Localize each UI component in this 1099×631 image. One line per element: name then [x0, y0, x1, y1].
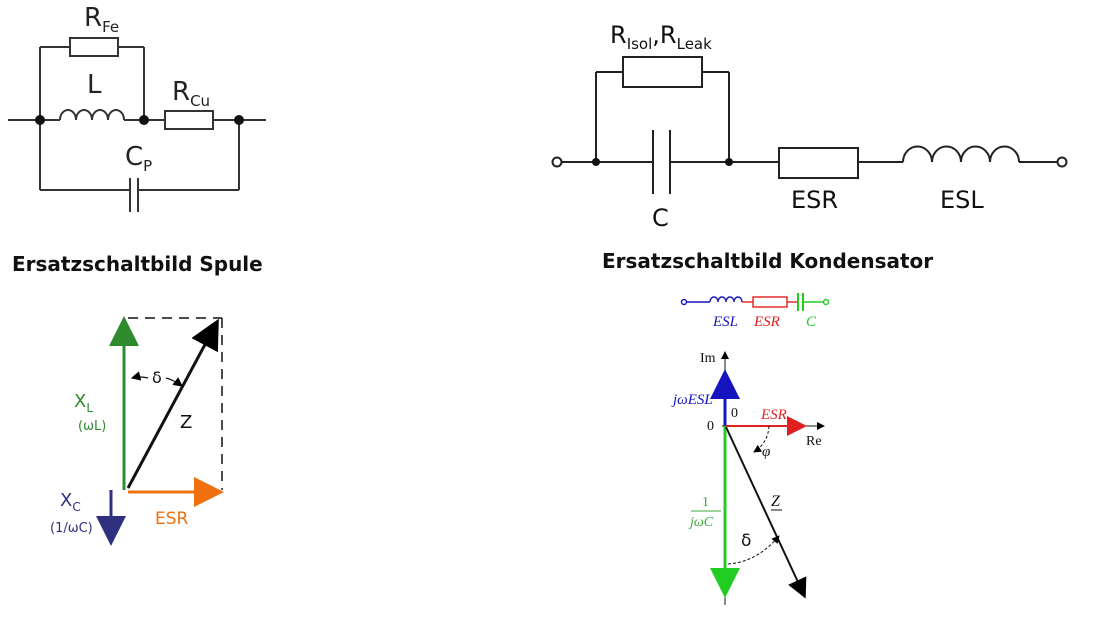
capacitor-circuit: [551, 56, 1068, 194]
capacitor-nodes: [592, 158, 733, 166]
label-xl-note: (ωL): [78, 419, 106, 434]
label-xc: XC: [60, 490, 81, 514]
label-c-small: C: [806, 314, 817, 330]
label-z-coil: Z: [180, 412, 192, 433]
caption-coil: Ersatzschaltbild Spule: [12, 252, 263, 276]
z-arrow: [126, 318, 219, 489]
delta-arc-right: [165, 377, 183, 387]
label-esr-phasor: ESR: [760, 407, 787, 423]
label-esl: ESL: [940, 186, 984, 214]
label-r-cu: RCu: [172, 77, 210, 110]
label-delta-cap: δ: [741, 531, 751, 551]
junction-dot: [139, 115, 149, 125]
terminal: [680, 298, 688, 306]
junction-dot: [35, 115, 45, 125]
resistor-risol: [622, 56, 703, 88]
resistor-rfe: [69, 37, 119, 57]
inductor-esl-small: [709, 296, 743, 303]
label-esl-small: ESL: [712, 314, 738, 330]
series-esl-esr-c: [680, 293, 830, 311]
z-phasor: [725, 426, 807, 599]
label-r-isol-r-leak: RIsol,RLeak: [610, 21, 712, 53]
resistor-esr: [778, 147, 859, 179]
delta-arc: [727, 535, 780, 565]
delta-arc-left: [130, 371, 149, 381]
inductor-l: [59, 109, 125, 121]
coil-phasor: [96, 316, 224, 546]
resistor-esr-small: [752, 296, 788, 308]
coil-nodes: [35, 115, 244, 125]
junction-dot: [592, 158, 600, 166]
coil-circuit: [8, 37, 266, 212]
terminal: [822, 298, 830, 306]
capacitor-phasor: [710, 351, 825, 605]
label-frac-num: 1: [702, 495, 709, 510]
label-xl: XL: [74, 391, 93, 415]
label-r-fe: RFe: [84, 3, 119, 36]
label-esr-coil: ESR: [155, 509, 189, 529]
terminal-left: [551, 156, 563, 168]
label-l: L: [87, 70, 102, 100]
junction-dot: [725, 158, 733, 166]
phi-arc: [753, 425, 770, 453]
label-zero-origin: 0: [707, 419, 714, 434]
label-xc-note: (1/ωC): [50, 521, 93, 536]
label-c: C: [652, 204, 669, 232]
label-z-phasor: Z: [771, 493, 781, 510]
junction-dot: [234, 115, 244, 125]
terminal-right: [1056, 156, 1068, 168]
label-re: Re: [806, 434, 822, 449]
label-c-p: CP: [125, 142, 152, 175]
inductor-esl: [902, 145, 1020, 163]
label-j-omega-esl: jωESL: [671, 392, 713, 408]
label-delta-coil: δ: [152, 368, 162, 387]
label-phi: φ: [762, 444, 770, 460]
label-esr: ESR: [791, 186, 838, 214]
resistor-rcu: [164, 110, 214, 130]
caption-capacitor: Ersatzschaltbild Kondensator: [602, 249, 933, 273]
label-frac-den: jωC: [688, 515, 714, 530]
label-zero-axis: 0: [731, 406, 738, 421]
label-im: Im: [700, 351, 716, 366]
label-esr-small: ESR: [753, 314, 780, 330]
